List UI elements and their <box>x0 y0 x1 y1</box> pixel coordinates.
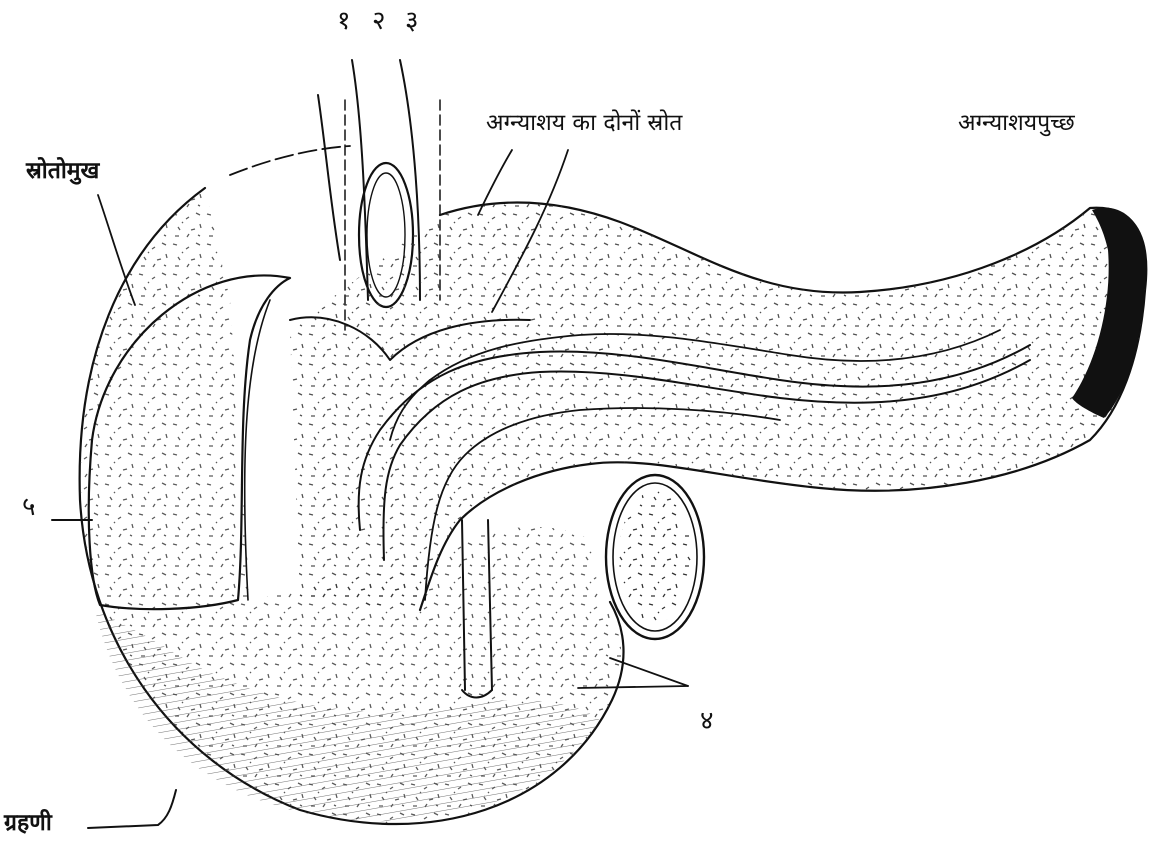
duodenum-upper-wall <box>230 146 350 175</box>
label-num-5: ५ <box>22 494 36 520</box>
label-num-3: ३ <box>405 8 419 34</box>
label-srotomukh: स्रोतोमुख <box>26 160 99 183</box>
label-pancreas-tail: अग्न्याशयपुच्छ <box>958 112 1075 135</box>
label-num-1: १ <box>337 8 351 34</box>
label-pancreatic-ducts: अग्न्याशय का दोनों स्रोत <box>486 112 682 135</box>
label-num-2: २ <box>372 8 386 34</box>
vessel-1 <box>318 95 340 260</box>
gland-cross-section-texture <box>619 491 691 623</box>
label-num-4: ४ <box>700 708 714 734</box>
label-grahani: ग्रहणी <box>4 812 52 835</box>
leader-grahani <box>88 790 176 828</box>
vessel-2 <box>352 60 368 300</box>
leader-srotomukh <box>98 195 135 305</box>
